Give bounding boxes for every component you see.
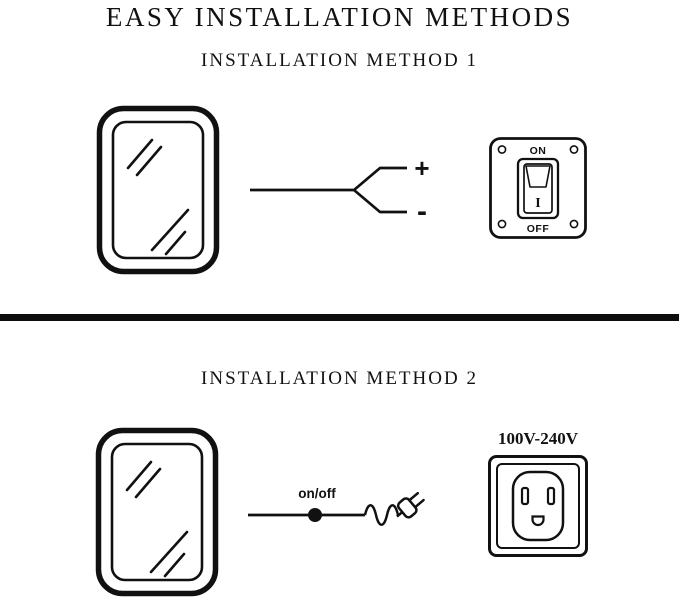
mirror-glass xyxy=(110,442,204,582)
reflection-line xyxy=(125,460,153,492)
reflection-line xyxy=(134,467,162,499)
mirror-icon xyxy=(96,105,220,275)
rocker-tilted-face xyxy=(525,165,551,188)
outlet-slot-left xyxy=(520,486,530,506)
reflection-line xyxy=(164,230,187,256)
onoff-label: on/off xyxy=(298,486,336,501)
outlet-slot-right xyxy=(546,486,556,506)
reflection-line xyxy=(163,552,186,578)
rocker-housing xyxy=(516,157,560,220)
mirror-glass xyxy=(111,120,205,260)
outlet-plate-inner xyxy=(496,463,580,549)
reflection-line xyxy=(135,145,163,177)
outlet-ground-hole xyxy=(531,515,545,527)
mirror-icon xyxy=(95,427,219,597)
wire-positive-branch xyxy=(353,166,407,192)
outlet-plate-outer xyxy=(488,455,588,557)
screw-icon xyxy=(497,219,507,229)
switch-on-label: ON xyxy=(530,145,547,157)
rocker-i-label: I xyxy=(535,196,540,211)
plug-icon xyxy=(396,491,425,519)
mirror-frame xyxy=(96,105,220,275)
voltage-label: 100V-240V xyxy=(498,429,578,448)
plug-body xyxy=(396,497,418,519)
outlet-face xyxy=(511,470,565,542)
reflection-line xyxy=(149,530,189,574)
power-outlet-icon xyxy=(488,455,588,557)
mirror-frame xyxy=(95,427,219,597)
rocker-switch-icon: ON OFF I xyxy=(489,137,587,239)
switch-off-label: OFF xyxy=(527,223,550,235)
method1-heading: INSTALLATION METHOD 1 xyxy=(201,50,478,71)
power-cord-icon: on/off xyxy=(248,486,425,526)
reflection-line xyxy=(126,138,154,170)
onoff-switch-dot xyxy=(308,508,322,522)
plug-prong xyxy=(408,491,420,502)
screw-icon xyxy=(569,145,579,154)
method2-heading: INSTALLATION METHOD 2 xyxy=(201,368,478,389)
wire-split-icon: + - xyxy=(250,153,430,228)
reflection-line xyxy=(150,208,190,252)
plus-label: + xyxy=(414,153,429,183)
rocker-body xyxy=(523,163,553,214)
switch-plate xyxy=(489,137,587,239)
cord-coil xyxy=(363,504,400,526)
screw-icon xyxy=(497,145,507,154)
screw-icon xyxy=(569,219,579,229)
wire-negative-branch xyxy=(353,188,407,214)
section-divider xyxy=(0,314,679,321)
minus-label: - xyxy=(417,195,427,228)
page-title: EASY INSTALLATION METHODS xyxy=(105,2,574,32)
plug-prong xyxy=(413,498,425,509)
